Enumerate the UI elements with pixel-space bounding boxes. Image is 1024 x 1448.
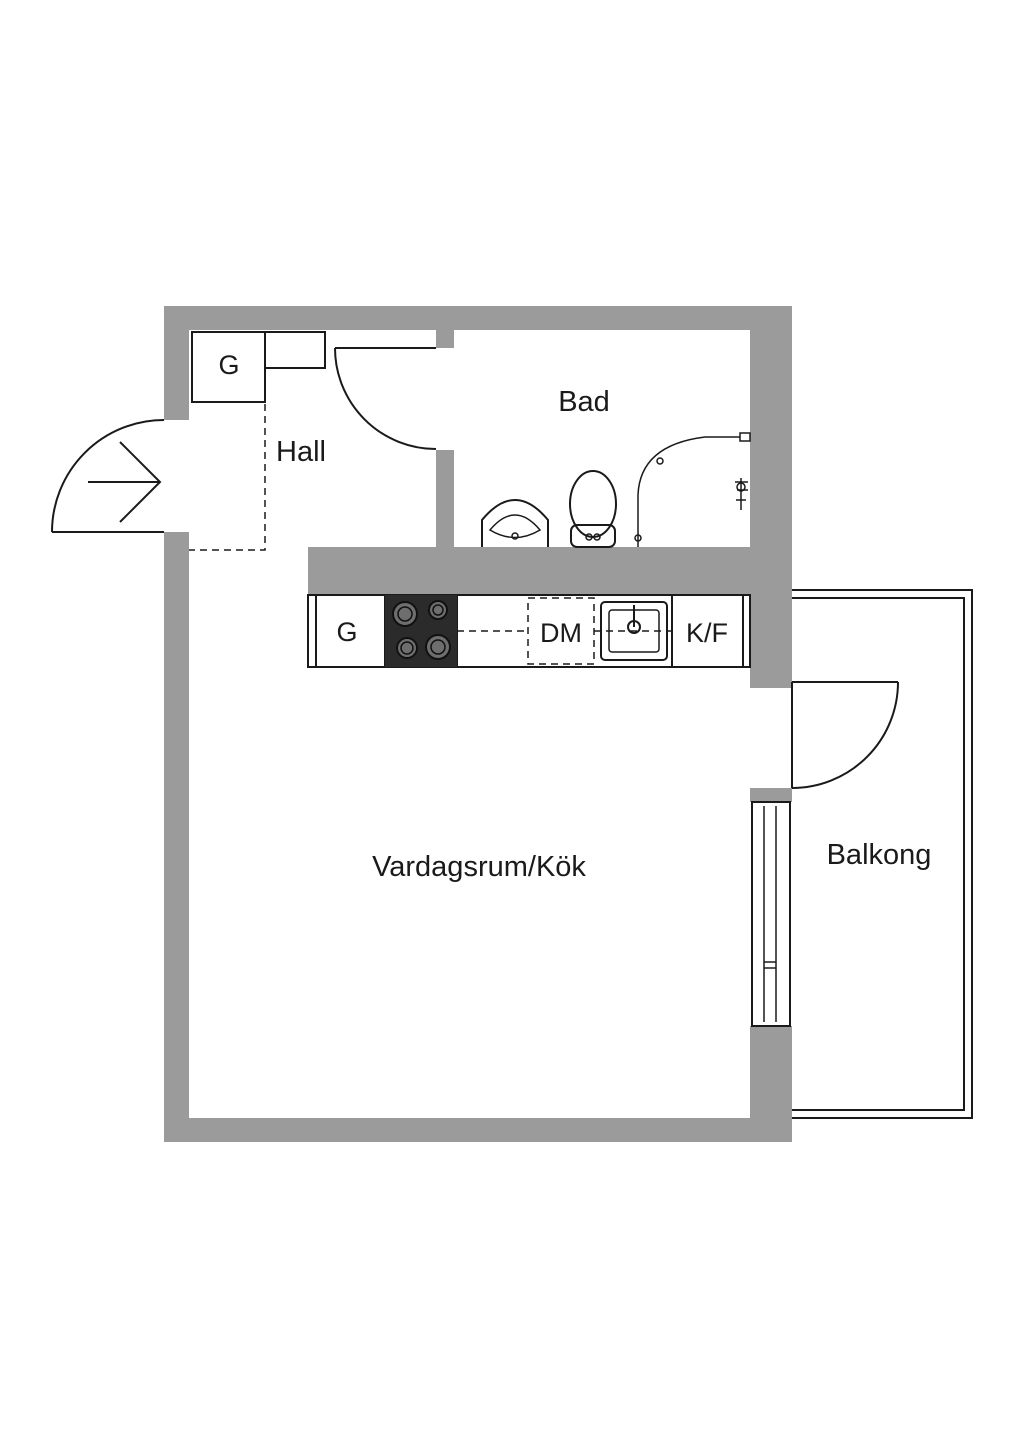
kitchen-counter	[307, 594, 751, 668]
labels: G Hall Bad G DM K/F Vardagsrum/Kök Balko…	[218, 350, 931, 883]
shower	[634, 432, 751, 547]
kitchen-wardrobe-label: G	[336, 617, 357, 647]
hall-shelf	[264, 331, 326, 369]
balcony	[751, 589, 973, 1119]
washbasin	[481, 499, 549, 547]
window	[751, 801, 791, 1027]
hall-wardrobe-label: G	[218, 350, 239, 380]
toilet	[569, 470, 617, 548]
hall-area	[189, 331, 437, 551]
bath-fixtures	[481, 432, 751, 548]
dishwasher-label: DM	[540, 618, 582, 648]
hall-label: Hall	[276, 436, 326, 468]
balcony-label: Balkong	[827, 839, 932, 871]
fridge-freezer-label: K/F	[686, 618, 728, 648]
bath-label: Bad	[558, 386, 610, 418]
living-kitchen-label: Vardagsrum/Kök	[372, 851, 586, 883]
sink	[594, 601, 672, 661]
walls	[164, 306, 792, 1142]
stove	[385, 595, 457, 667]
entry-door	[51, 419, 165, 533]
